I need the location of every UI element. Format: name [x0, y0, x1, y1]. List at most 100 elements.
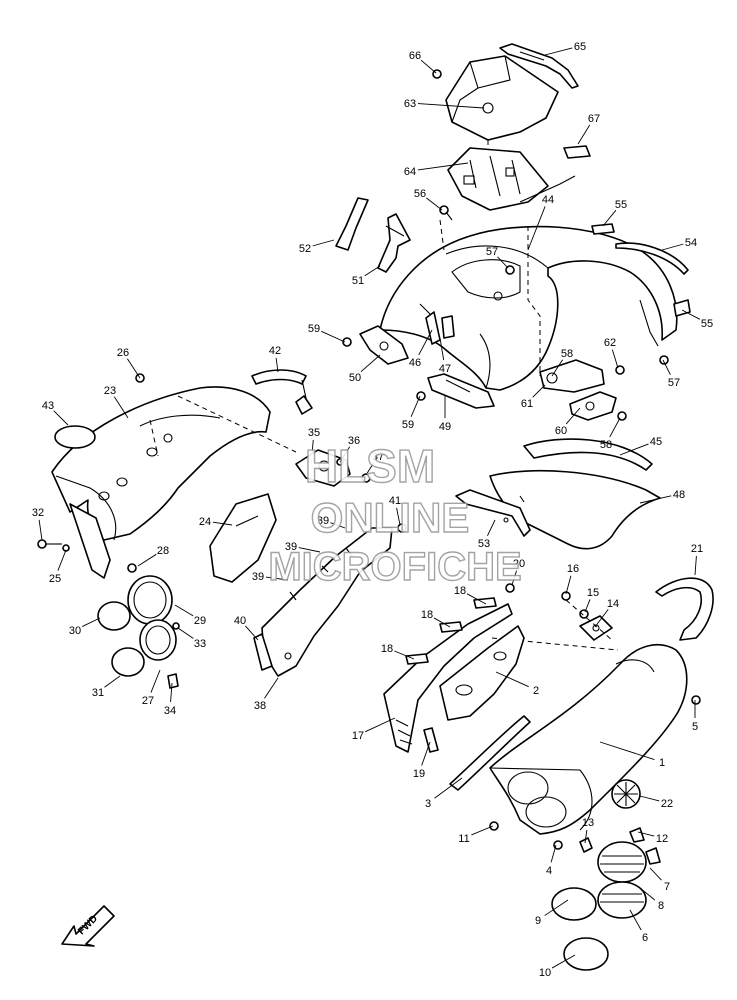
- leader-p36: [339, 446, 351, 463]
- callout-p30: 30: [69, 625, 81, 637]
- callout-p4: 4: [546, 865, 552, 877]
- callout-p39a: 39: [317, 515, 329, 527]
- bolt-15: [579, 609, 589, 619]
- callout-p57b: 57: [668, 377, 680, 389]
- leader-p24: [212, 521, 233, 526]
- leader-p22: [639, 795, 660, 802]
- leader-p12: [637, 831, 655, 837]
- callout-p18b: 18: [421, 609, 433, 621]
- bolt-41: [397, 523, 407, 533]
- tape-54: [615, 242, 689, 275]
- seal-40: [253, 633, 273, 671]
- bolt-37: [361, 473, 371, 483]
- lens-31: [111, 647, 145, 677]
- leader-p56: [426, 197, 443, 211]
- grill-22: [611, 779, 641, 809]
- callout-p37: 37: [372, 451, 384, 463]
- cover-24: [209, 493, 277, 583]
- callout-p34: 34: [164, 705, 176, 717]
- callout-p16: 16: [567, 563, 579, 575]
- callout-p11: 11: [458, 833, 469, 845]
- leader-p16: [565, 575, 572, 595]
- callout-p23: 23: [104, 385, 116, 397]
- leader-p30: [82, 617, 101, 627]
- callout-p57a: 57: [486, 246, 498, 258]
- callout-p59b: 59: [402, 419, 414, 431]
- bracket-35: [295, 449, 351, 487]
- hose-42: [251, 369, 313, 415]
- rear-fender-44: [379, 225, 678, 391]
- leader-p39c: [265, 576, 289, 581]
- bracket-53: [455, 489, 531, 537]
- callout-p14: 14: [607, 598, 619, 610]
- callout-p41: 41: [389, 495, 401, 507]
- leader-p6: [629, 909, 642, 931]
- leader-p62: [611, 349, 619, 369]
- leader-p34: [170, 682, 173, 703]
- leader-p1: [599, 741, 655, 760]
- callout-p46: 46: [409, 357, 421, 369]
- leader-p18c: [394, 650, 415, 660]
- clip-12: [629, 827, 645, 843]
- callout-p64: 64: [404, 166, 416, 178]
- bracket-21: [655, 577, 714, 641]
- leader-p14: [594, 609, 609, 628]
- lens-9: [551, 887, 597, 921]
- leader-p31: [104, 675, 121, 688]
- leader-p64: [417, 162, 469, 171]
- callout-p61: 61: [521, 398, 533, 410]
- bracket-60: [569, 391, 617, 421]
- leader-p59b: [410, 395, 421, 417]
- callout-p35: 35: [308, 427, 320, 439]
- bracket-49: [427, 373, 495, 409]
- bolt-5: [691, 695, 701, 705]
- panel-17: [383, 603, 513, 753]
- bolt-33: [172, 622, 180, 630]
- leader-p33: [177, 627, 194, 639]
- callout-p18c: 18: [381, 643, 393, 655]
- callout-p3: 3: [425, 798, 431, 810]
- leader-p57b: [662, 359, 671, 376]
- leader-p60: [565, 407, 581, 425]
- leader-p38: [264, 677, 279, 699]
- callout-p63: 63: [404, 98, 416, 110]
- callout-p66: 66: [409, 50, 421, 62]
- lens-30: [97, 601, 131, 631]
- bolt-59b: [416, 391, 426, 401]
- callout-p24: 24: [199, 516, 211, 528]
- cover-2: [439, 625, 525, 721]
- leader-p65: [544, 47, 573, 56]
- leader-p57a: [497, 256, 509, 269]
- leader-p2: [495, 671, 529, 688]
- bracket-50: [359, 325, 409, 365]
- callout-p7: 7: [664, 881, 670, 893]
- leader-p67: [577, 124, 591, 145]
- leader-p58a: [551, 359, 564, 377]
- callout-p13: 13: [582, 817, 594, 829]
- leader-p53: [487, 519, 496, 536]
- callout-p39b: 39: [285, 541, 297, 553]
- leader-p47: [439, 337, 445, 361]
- leader-p32: [38, 519, 43, 541]
- clip-47: [441, 315, 455, 339]
- bolt-11: [489, 821, 499, 831]
- leader-p42: [275, 357, 279, 373]
- leader-p55a: [602, 209, 617, 227]
- callout-p19: 19: [413, 768, 425, 780]
- watermark-line2: ONLINE: [311, 494, 470, 541]
- callout-p55a: 55: [615, 199, 627, 211]
- callout-p55b: 55: [701, 318, 713, 330]
- leader-p46: [418, 329, 433, 356]
- leader-p13: [584, 829, 588, 844]
- seat-cover-63: [445, 55, 559, 141]
- bracket-61: [539, 359, 605, 393]
- callout-p47: 47: [439, 363, 451, 375]
- bolt-59a: [342, 337, 352, 347]
- bulb-7: [645, 847, 661, 865]
- leader-p55b: [681, 309, 701, 320]
- seal-55b: [673, 299, 691, 317]
- leader-p28: [137, 553, 157, 567]
- callout-p15: 15: [587, 587, 599, 599]
- callout-p60: 60: [555, 425, 567, 437]
- watermark-line1: HLSM: [305, 440, 435, 492]
